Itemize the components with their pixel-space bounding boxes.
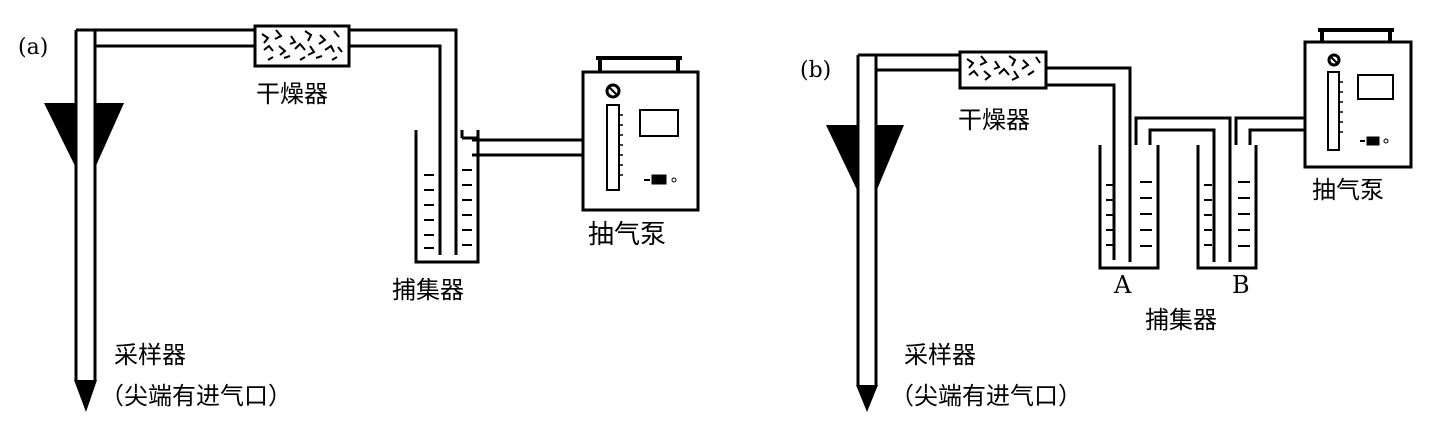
- display-b: [1357, 74, 1394, 100]
- flowmeter-a: [606, 104, 620, 191]
- collector-a-letter: A: [1114, 271, 1132, 299]
- collector-label-b: 捕集器: [1145, 306, 1217, 334]
- collector-label-a: 捕集器: [392, 276, 464, 304]
- sampler-probe-b: [826, 55, 904, 412]
- valve-icon: [1327, 53, 1341, 67]
- collector-b-letter: B: [1232, 271, 1250, 299]
- tube-b: [858, 53, 1132, 260]
- pump-a: [581, 56, 700, 212]
- collector-a: [414, 130, 480, 264]
- sampler-probe-a: [44, 30, 124, 412]
- sampler-label-b: 采样器: [904, 341, 976, 369]
- pump-b: [1303, 28, 1413, 169]
- dryer-a: [253, 24, 351, 68]
- sampler-label-a: 采样器: [114, 341, 186, 369]
- pump-label-b: 抽气泵: [1312, 176, 1384, 204]
- tube-to-pump-a: [472, 138, 583, 157]
- dryer-label-b: 干燥器: [958, 106, 1030, 134]
- switch-icon: [651, 174, 667, 185]
- dryer-b: [958, 50, 1048, 90]
- sampler-note-a: （尖端有进气口）: [100, 382, 292, 410]
- collector-b-a: [1098, 116, 1232, 270]
- flowmeter-b: [1327, 71, 1340, 151]
- panel-b: [826, 28, 1413, 412]
- tube-a: [76, 28, 458, 135]
- panel-a: [44, 24, 700, 412]
- dryer-label-a: 干燥器: [256, 80, 328, 108]
- panel-b-tag: (b): [800, 58, 832, 83]
- valve-icon: [605, 83, 621, 99]
- pump-label-a: 抽气泵: [588, 220, 667, 250]
- panel-a-tag: (a): [18, 35, 49, 60]
- switch-icon: [1366, 136, 1380, 146]
- sampler-note-b: （尖端有进气口）: [890, 382, 1082, 410]
- display-a: [639, 109, 679, 137]
- collector-b-b: [1196, 116, 1305, 270]
